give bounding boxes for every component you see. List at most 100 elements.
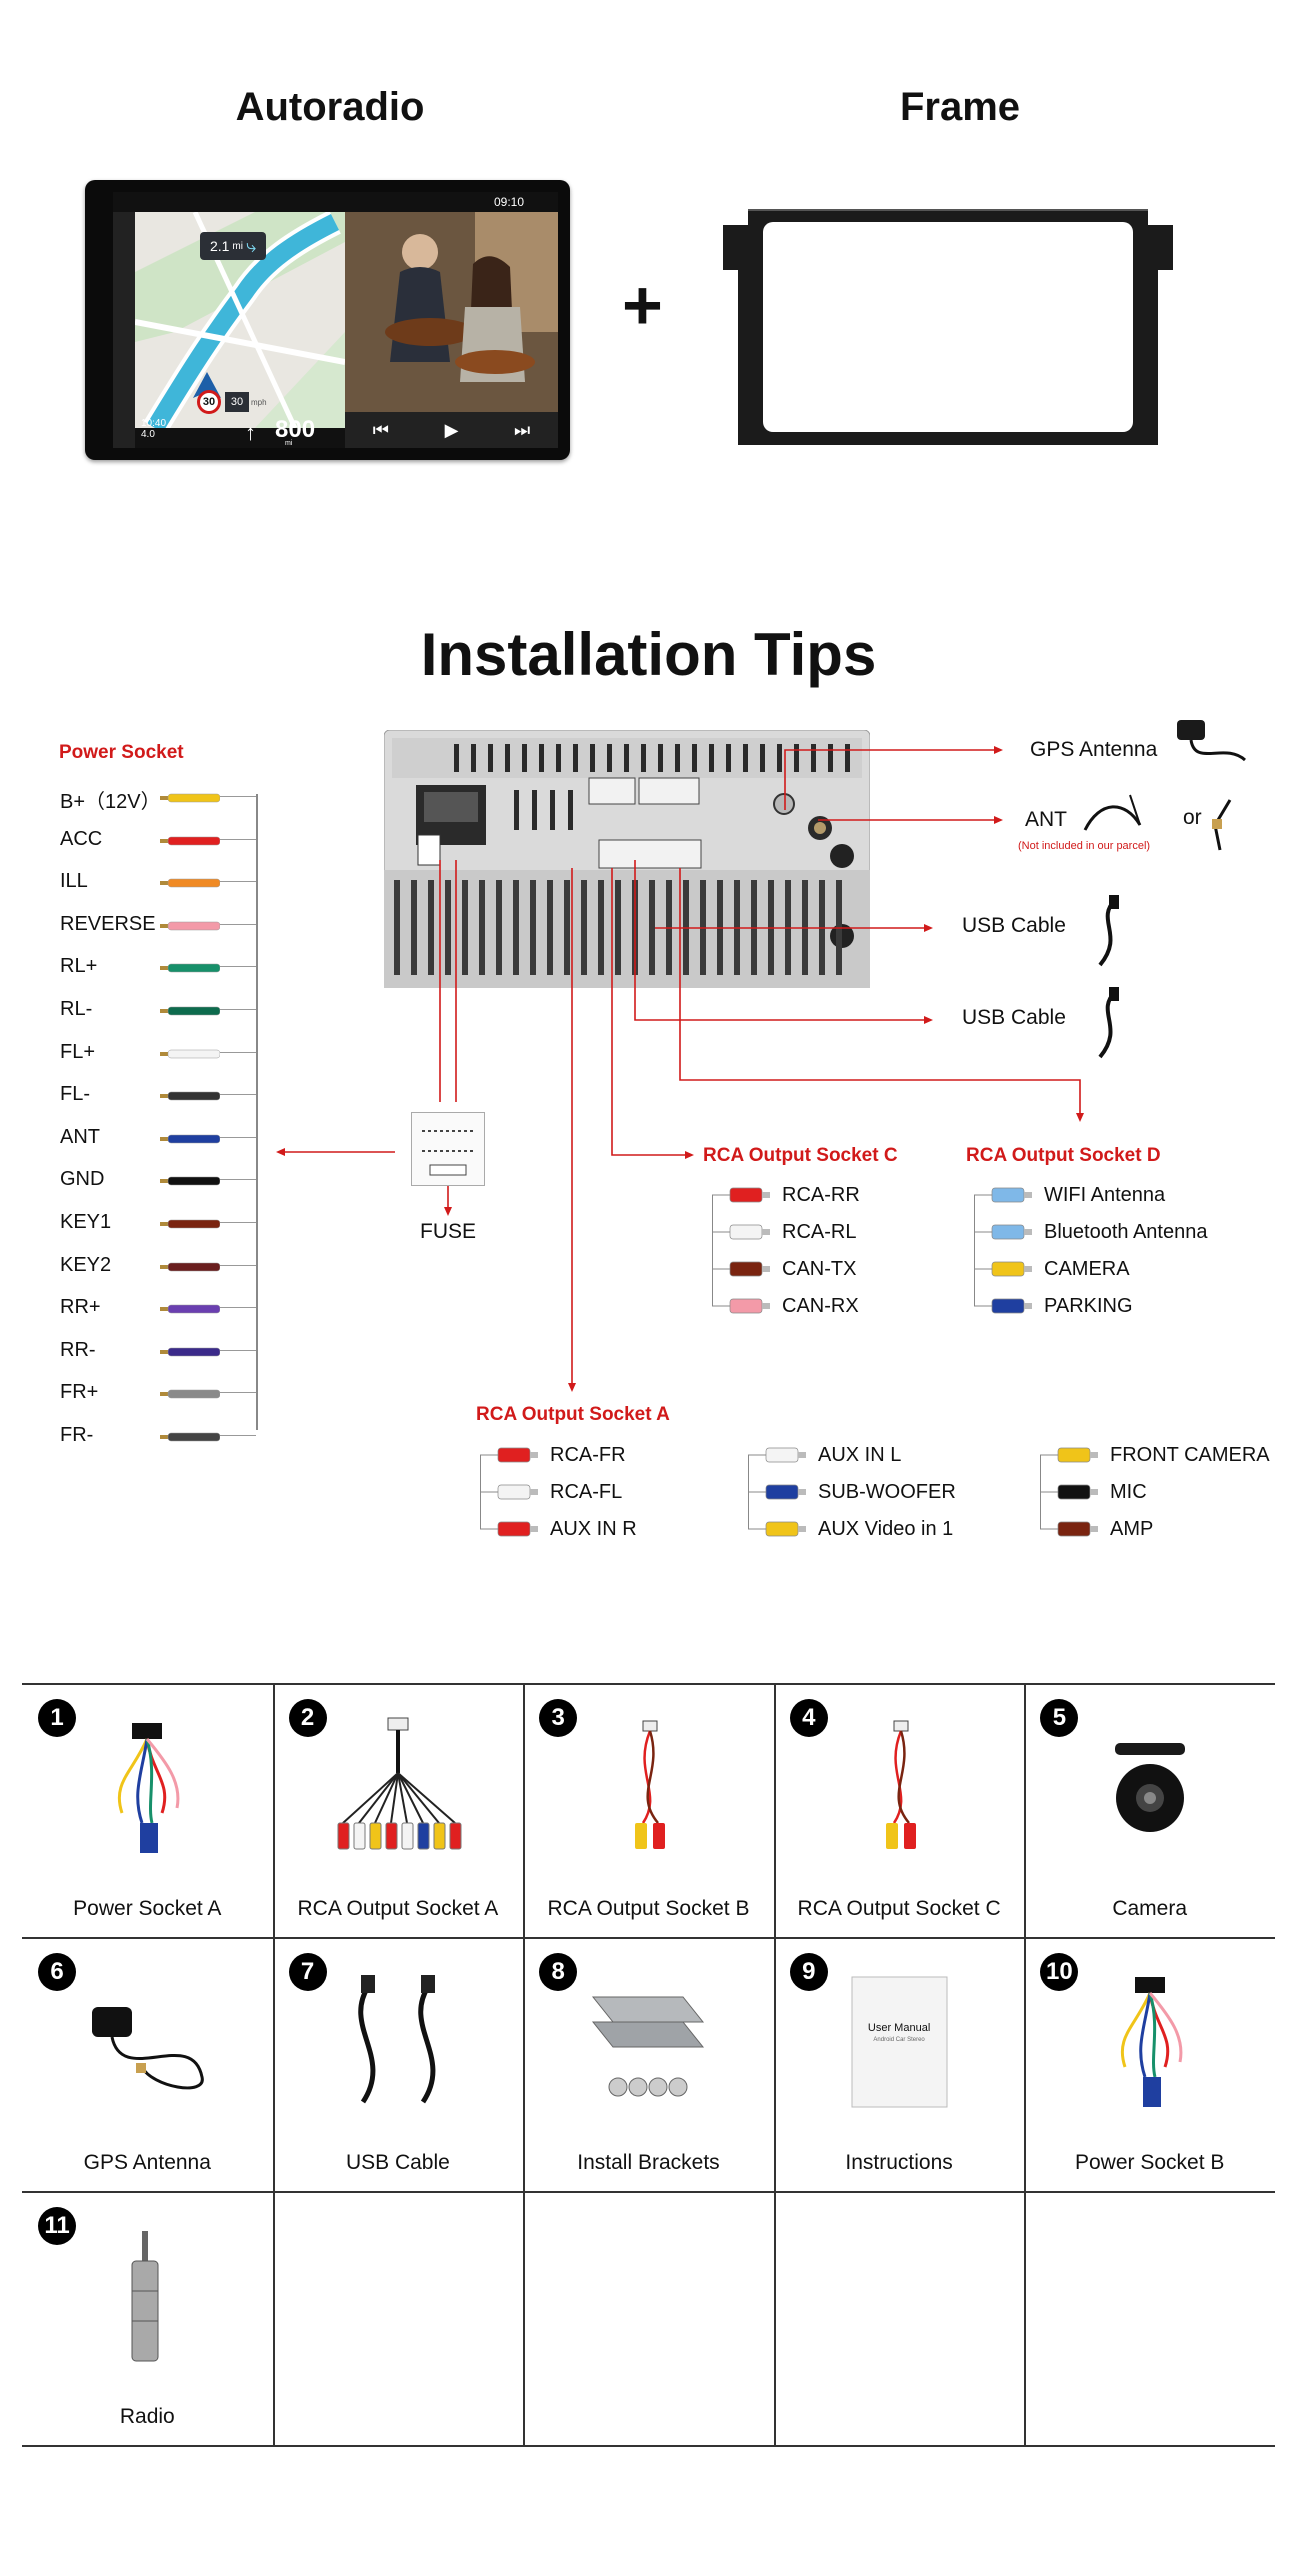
item-label: Power Socket A xyxy=(73,1897,222,1920)
plus-sign: + xyxy=(622,266,663,344)
socket-plug-1 xyxy=(480,1483,538,1506)
socket-plug-3 xyxy=(974,1297,1032,1320)
socket-plug-1 xyxy=(748,1483,806,1506)
item-number-badge: 6 xyxy=(38,1953,76,1991)
item-label: USB Cable xyxy=(345,2151,450,2174)
power-wire-1 xyxy=(160,834,221,852)
usb-cable-icon xyxy=(358,1975,436,2104)
rca-plug-icon xyxy=(712,1261,770,1277)
socket-plug-0 xyxy=(974,1186,1032,1209)
rca-plug-icon xyxy=(748,1484,806,1500)
socket-bracket xyxy=(712,1195,713,1306)
socket-label: RCA-RR xyxy=(782,1184,860,1206)
rca-plug-icon xyxy=(974,1261,1032,1277)
play-icon[interactable]: ▶ xyxy=(444,419,459,440)
rca-plug-icon xyxy=(712,1224,770,1240)
rca-plug-icon xyxy=(748,1447,806,1463)
power-wire-8 xyxy=(160,1132,221,1150)
item-number-badge: 4 xyxy=(789,1699,828,1737)
socket-plug-0 xyxy=(480,1446,538,1469)
socket-bracket xyxy=(974,1195,975,1306)
power-wire-5 xyxy=(160,1004,221,1022)
item-label: Instructions xyxy=(845,2151,953,2174)
gps-antenna-icon xyxy=(92,2007,204,2090)
socket-label: CAN-RX xyxy=(782,1295,859,1317)
nav-distance: 2.1 xyxy=(209,238,230,254)
socket-plug-2 xyxy=(974,1260,1032,1283)
video-frame xyxy=(345,212,558,412)
socket-plug-2 xyxy=(748,1520,806,1543)
current-speed: 30 xyxy=(225,392,249,412)
power-wire-label: B+（12V） xyxy=(60,791,161,813)
video-player[interactable] xyxy=(345,212,558,412)
next-unit: mi xyxy=(285,440,293,447)
trip-time: 10:40 xyxy=(141,418,167,429)
ant-label: ANT xyxy=(1025,808,1067,831)
wire-icon xyxy=(160,1134,221,1144)
turn-arrow-icon: ⤷ xyxy=(245,235,257,256)
socket-plug-1 xyxy=(712,1223,770,1246)
gps-antenna-icon xyxy=(1175,712,1255,772)
power-wire-14 xyxy=(160,1387,221,1405)
grid-row-line xyxy=(22,2445,1275,2447)
ant-note: (Not included in our parcel) xyxy=(1018,840,1151,852)
rca-plug-icon xyxy=(712,1298,770,1314)
socket-plug-0 xyxy=(748,1446,806,1469)
prev-track-icon[interactable]: ⏮ xyxy=(372,419,389,440)
or-label: or xyxy=(1183,806,1202,829)
power-harness-icon xyxy=(118,1723,180,1853)
socket-a-title: RCA Output Socket A xyxy=(476,1404,670,1425)
rca-harness-icon xyxy=(337,1717,462,1850)
rca-plug-icon xyxy=(712,1187,770,1203)
socket-label: SUB-WOOFER xyxy=(818,1481,956,1503)
power-wire-label: RL- xyxy=(60,998,93,1020)
item-image xyxy=(573,1967,723,2117)
power-wire-15 xyxy=(160,1430,221,1448)
socket-label: RCA-FL xyxy=(550,1481,623,1503)
up-arrow-icon: ↑ xyxy=(245,420,256,445)
power-wire-6 xyxy=(160,1047,221,1065)
navigation-map[interactable]: 2.1 mi ⤷ 30 30 mph xyxy=(135,212,345,428)
fuse-label: FUSE xyxy=(420,1220,477,1243)
power-wire-7 xyxy=(160,1089,221,1107)
item-number-badge: 8 xyxy=(539,1953,578,1991)
item-label: RCA Output Socket A xyxy=(297,1897,499,1920)
ant-adapter-icon xyxy=(1200,795,1240,855)
next-distance: 800 xyxy=(275,416,316,443)
wire-connector-line xyxy=(220,1435,256,1436)
rca-plug-icon xyxy=(1040,1521,1098,1537)
next-track-icon[interactable]: ⏭ xyxy=(513,419,531,440)
speed-limit-sign: 30 xyxy=(197,390,221,414)
socket-label: CAMERA xyxy=(1044,1258,1130,1280)
frame-shape xyxy=(723,209,1173,445)
grid-row-line xyxy=(22,1937,1275,1939)
power-wire-label: GND xyxy=(60,1168,105,1191)
rca-plug-icon xyxy=(1040,1447,1098,1463)
rca-plug-icon xyxy=(480,1484,538,1500)
gps-antenna-label: GPS Antenna xyxy=(1030,738,1158,761)
wire-icon xyxy=(160,1390,221,1399)
rca-plug-icon xyxy=(974,1224,1032,1240)
item-image xyxy=(72,1967,222,2117)
wire-icon xyxy=(160,1262,221,1271)
autoradio-unit: 09:10 2.1 mi ⤷ 30 30 mph xyxy=(85,180,570,460)
wire-connector-line xyxy=(220,966,256,968)
item-label: Power Socket B xyxy=(1074,2151,1225,2174)
item-image xyxy=(573,1713,723,1863)
radio-adapter-icon xyxy=(131,2231,159,2362)
socket-label: Bluetooth Antenna xyxy=(1044,1221,1208,1243)
grid-row-line xyxy=(22,1683,1275,1685)
power-wire-label: RR+ xyxy=(60,1296,101,1319)
rca-plug-icon xyxy=(974,1298,1032,1314)
item-number-badge: 3 xyxy=(539,1699,578,1737)
power-wire-12 xyxy=(160,1302,221,1320)
usb-cable-2-icon xyxy=(1085,987,1135,1062)
socket-plug-0 xyxy=(1040,1446,1098,1469)
rca-plug-icon xyxy=(480,1447,538,1463)
rca-cable-icon xyxy=(635,1720,666,1849)
